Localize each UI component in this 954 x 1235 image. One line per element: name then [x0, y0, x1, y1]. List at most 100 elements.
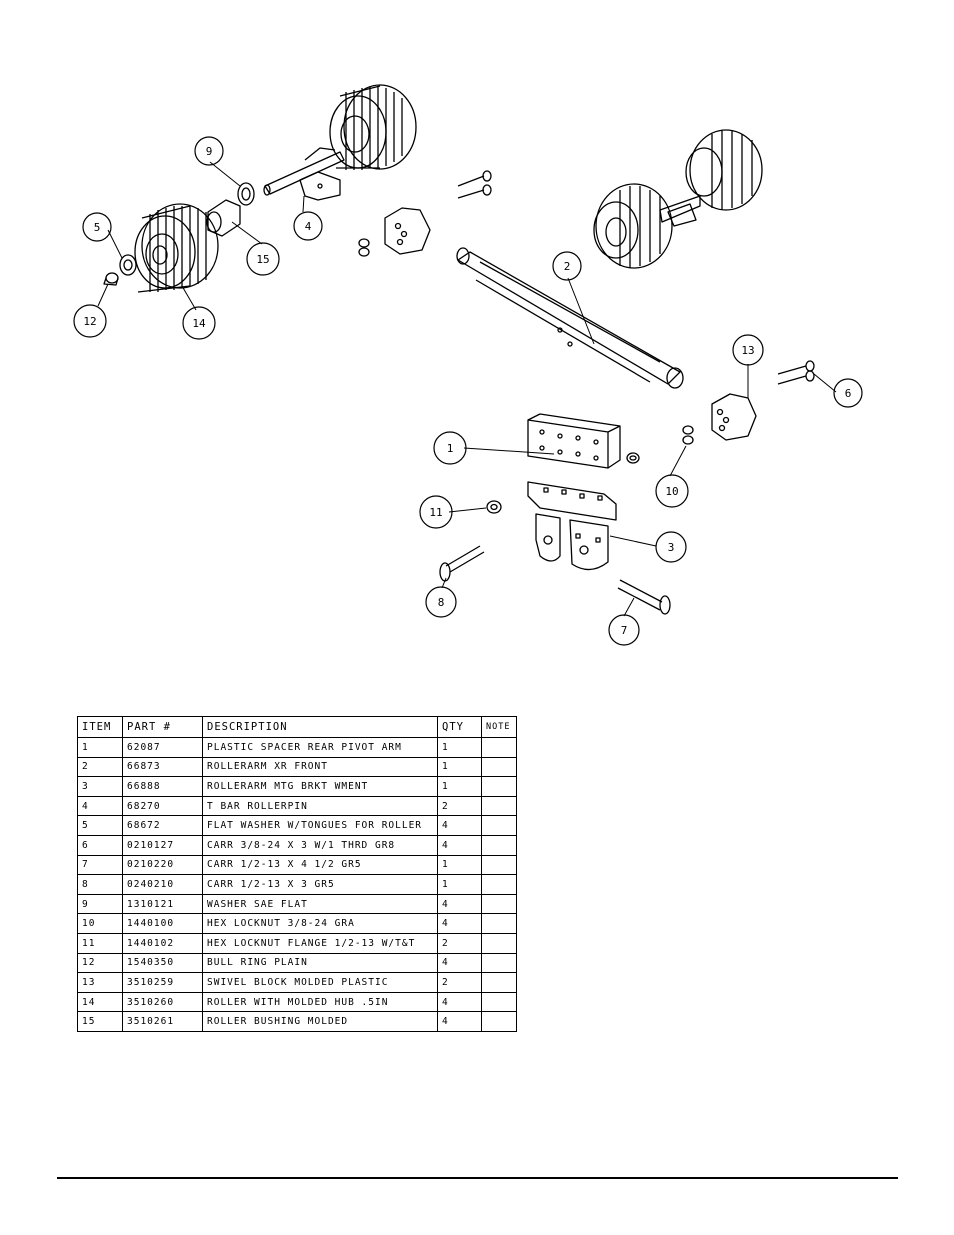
cell-qty: 1 — [437, 874, 482, 895]
cell-part: 0210127 — [122, 834, 203, 856]
cell-item: 4 — [77, 795, 123, 817]
cell-qty: 4 — [437, 834, 482, 856]
callout-circles — [73, 136, 863, 646]
cell-part: 62087 — [122, 737, 203, 758]
callout-1: 1 — [447, 442, 454, 455]
callout-15: 15 — [256, 253, 269, 266]
roller-left — [134, 203, 219, 293]
callout-13: 13 — [741, 344, 754, 357]
carriage-bolts-upper — [457, 170, 492, 199]
callout-10: 10 — [665, 485, 678, 498]
cell-part: 68270 — [122, 795, 203, 817]
cell-description: ROLLERARM XR FRONT — [202, 756, 438, 778]
flat-washer-tongues — [119, 254, 137, 276]
cell-item: 1 — [77, 737, 123, 758]
callout-5: 5 — [94, 221, 101, 234]
cell-note — [481, 972, 517, 993]
cell-note — [481, 854, 517, 876]
cell-description: T BAR ROLLERPIN — [202, 795, 438, 817]
header-note: NOTE — [481, 716, 517, 738]
callout-12: 12 — [83, 315, 96, 328]
carriage-bolt-short — [439, 545, 485, 582]
header-part-number: PART # — [122, 716, 203, 738]
callout-14: 14 — [192, 317, 206, 330]
spacer-block-upper — [384, 207, 431, 255]
carriage-bolt-long — [617, 579, 671, 615]
cell-description: HEX LOCKNUT FLANGE 1/2-13 W/T&T — [202, 932, 438, 954]
cell-description: HEX LOCKNUT 3/8-24 GRA — [202, 913, 438, 934]
cell-item: 8 — [77, 874, 123, 895]
hex-nut-mid — [626, 452, 640, 464]
t-bar-rollerpin — [263, 147, 345, 201]
cell-item: 2 — [77, 756, 123, 778]
cell-description: CARR 1/2-13 X 3 GR5 — [202, 874, 438, 895]
cell-note — [481, 1011, 517, 1032]
roller-bushing — [206, 199, 241, 237]
cell-item: 6 — [77, 834, 123, 856]
cell-qty: 4 — [437, 1011, 482, 1032]
header-qty: QTY — [437, 716, 482, 738]
cell-qty: 2 — [437, 932, 482, 954]
leader-lines — [97, 161, 837, 617]
cell-part: 1310121 — [122, 893, 203, 915]
cell-part: 68672 — [122, 815, 203, 836]
cell-qty: 4 — [437, 952, 482, 974]
callout-9: 9 — [206, 145, 213, 158]
hex-locknut-flange — [486, 500, 502, 514]
hex-locknuts-right — [682, 425, 694, 445]
plastic-spacer-rear-pivot — [527, 413, 621, 469]
cell-item: 10 — [77, 913, 123, 934]
cell-qty: 2 — [437, 972, 482, 993]
cell-item: 11 — [77, 932, 123, 954]
cell-note — [481, 776, 517, 797]
bull-ring — [103, 272, 119, 286]
cell-description: CARR 3/8-24 X 3 W/1 THRD GR8 — [202, 834, 438, 856]
header-description: DESCRIPTION — [202, 716, 438, 738]
callout-11: 11 — [429, 506, 442, 519]
cell-item: 15 — [77, 1011, 123, 1032]
roller-right-rear — [659, 129, 763, 227]
cell-note — [481, 932, 517, 954]
cell-part: 1540350 — [122, 952, 203, 974]
cell-description: PLASTIC SPACER REAR PIVOT ARM — [202, 737, 438, 758]
cell-note — [481, 737, 517, 758]
cell-description: CARR 1/2-13 X 4 1/2 GR5 — [202, 854, 438, 876]
cell-note — [481, 834, 517, 856]
cell-item: 12 — [77, 952, 123, 974]
cell-note — [481, 893, 517, 915]
cell-part: 1440102 — [122, 932, 203, 954]
callout-8: 8 — [438, 596, 445, 609]
cell-qty: 4 — [437, 913, 482, 934]
cell-qty: 1 — [437, 854, 482, 876]
swivel-block — [711, 393, 757, 441]
table-header-row: ITEM PART # DESCRIPTION QTY NOTE — [77, 716, 517, 738]
cell-part: 0210220 — [122, 854, 203, 876]
cell-qty: 4 — [437, 893, 482, 915]
cell-item: 14 — [77, 991, 123, 1013]
cell-qty: 4 — [437, 991, 482, 1013]
cell-item: 7 — [77, 854, 123, 876]
callout-4: 4 — [305, 220, 312, 233]
callout-2: 2 — [564, 260, 571, 273]
cell-note — [481, 795, 517, 817]
cell-note — [481, 874, 517, 895]
cell-part: 1440100 — [122, 913, 203, 934]
carriage-bolts-right — [777, 360, 815, 385]
cell-note — [481, 952, 517, 974]
hex-nuts-upper — [358, 238, 370, 257]
cell-description: BULL RING PLAIN — [202, 952, 438, 974]
cell-qty: 1 — [437, 756, 482, 778]
